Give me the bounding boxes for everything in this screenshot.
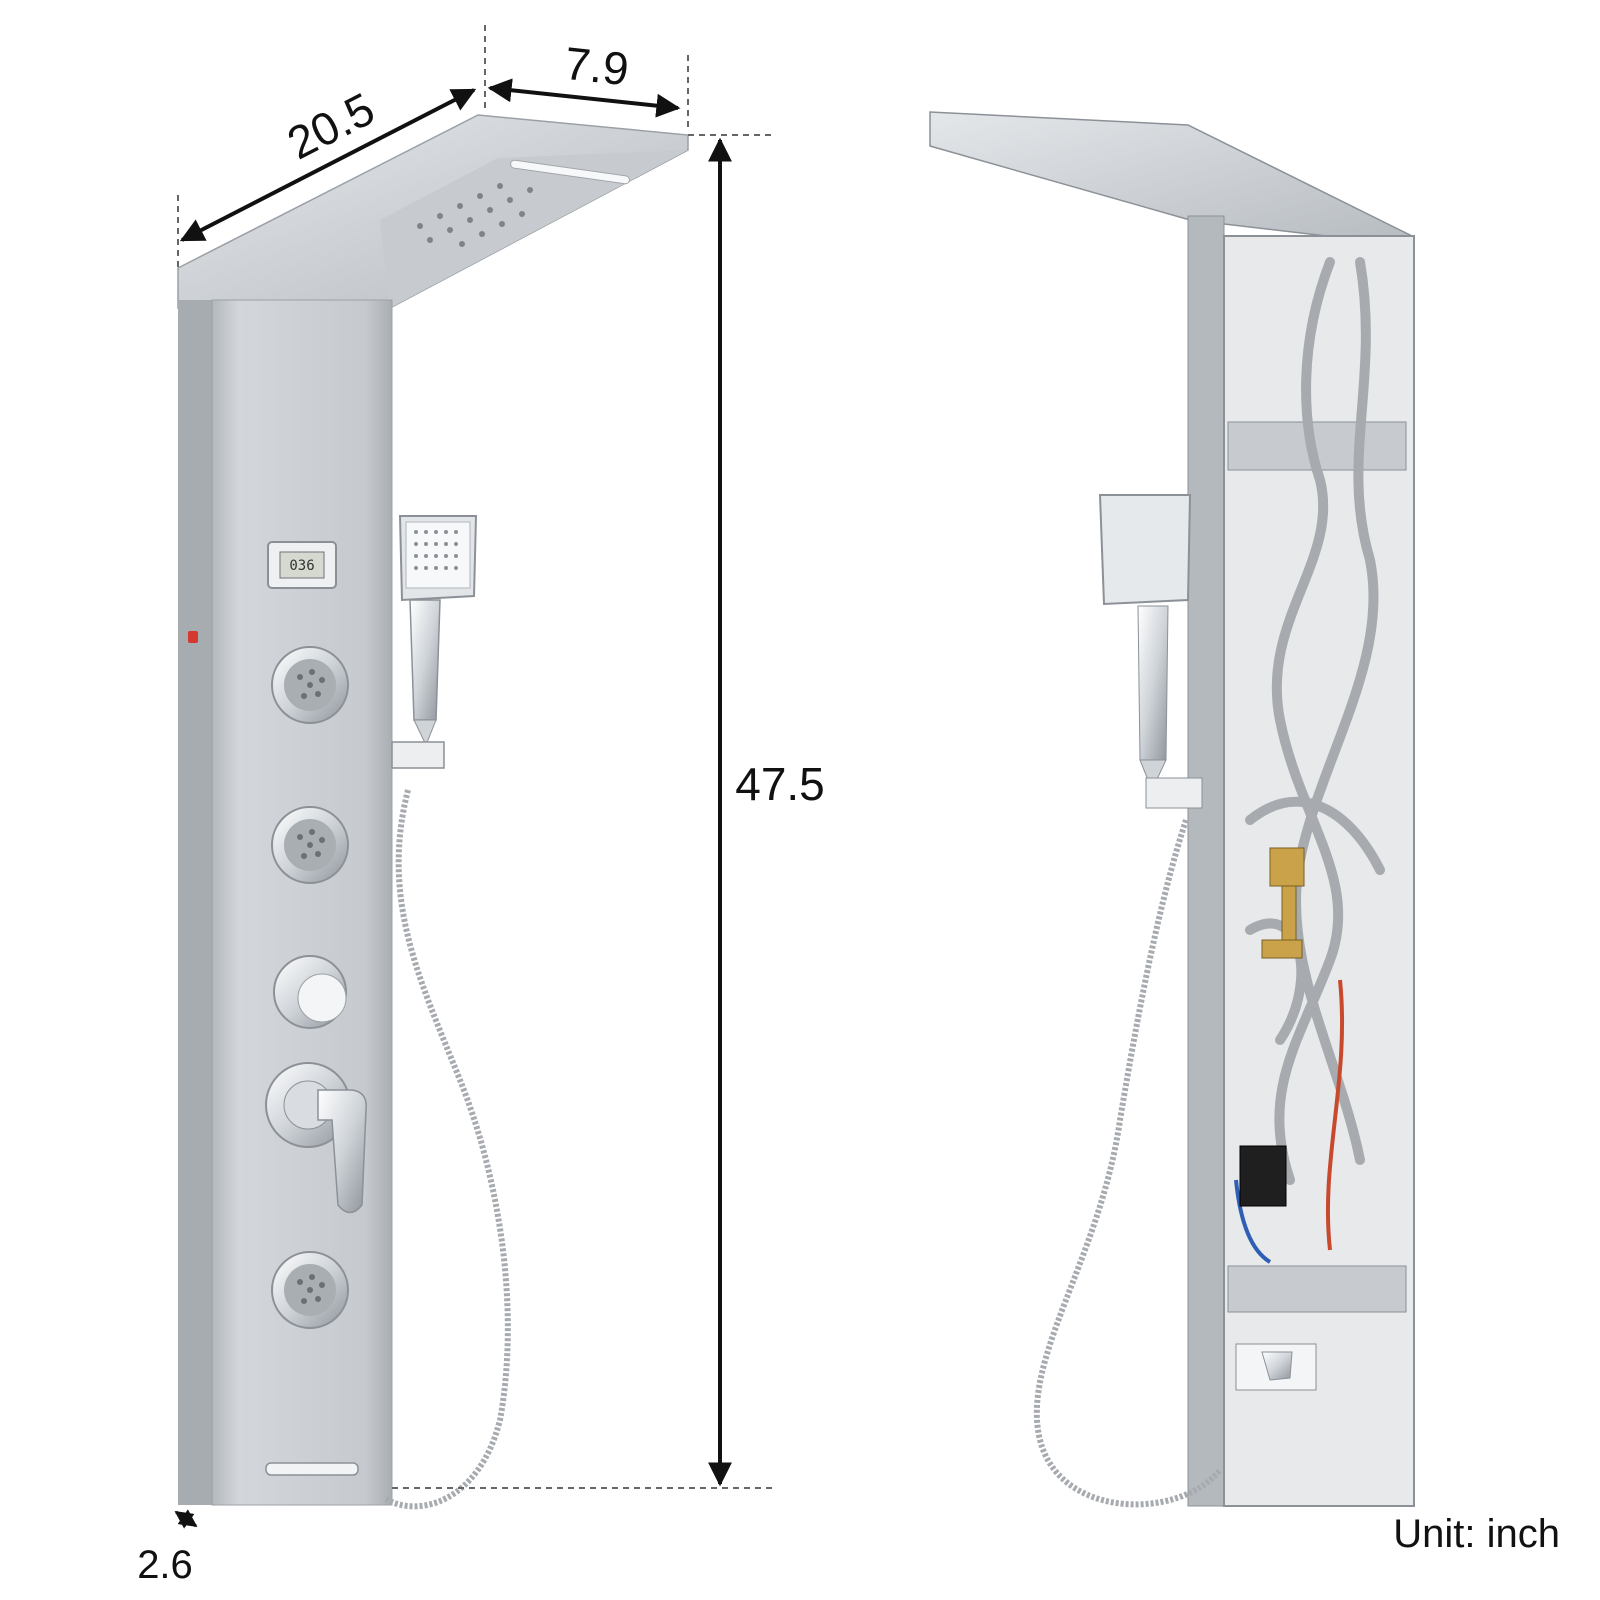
mixer-handle[interactable] — [265, 1062, 367, 1214]
interior-handheld-shower — [1098, 494, 1203, 809]
internal-hoses — [1245, 257, 1385, 1185]
waterfall-slot — [510, 159, 630, 185]
body-jet-top[interactable] — [271, 646, 349, 724]
display-screen — [279, 551, 325, 579]
control-module — [1239, 1145, 1287, 1207]
front-view-panel: 036 — [177, 114, 689, 1510]
height-label: 47.5 — [735, 758, 825, 810]
interior-housing-side — [1187, 215, 1225, 1507]
body-jet-bottom[interactable] — [271, 1251, 349, 1329]
panel-side — [178, 300, 212, 1505]
indicator-light — [188, 631, 198, 643]
lower-bracket — [1227, 1265, 1407, 1313]
brass-valve — [1261, 847, 1305, 959]
diverter-knob[interactable] — [273, 955, 347, 1029]
shower-hose — [382, 789, 511, 1510]
interior-shower-hose — [1033, 819, 1223, 1508]
interior-view-panel — [929, 111, 1415, 1508]
display-readout: 036 — [289, 558, 314, 574]
width-label: 20.5 — [279, 82, 382, 169]
depth-label: 7.9 — [562, 37, 631, 95]
thickness-arrow — [174, 1509, 198, 1529]
unit-label: Unit: inch — [1393, 1512, 1560, 1556]
internal-wire-red — [1326, 979, 1344, 1251]
thickness-label: 2.6 — [137, 1543, 193, 1587]
width-arrow — [179, 88, 477, 242]
body-jet-middle[interactable] — [271, 806, 349, 884]
handheld-shower[interactable] — [391, 515, 478, 769]
interior-top-cover — [929, 111, 1413, 247]
tub-spout-slot — [265, 1462, 359, 1476]
depth-arrow — [487, 78, 681, 118]
internal-wire-blue — [1234, 1179, 1272, 1264]
